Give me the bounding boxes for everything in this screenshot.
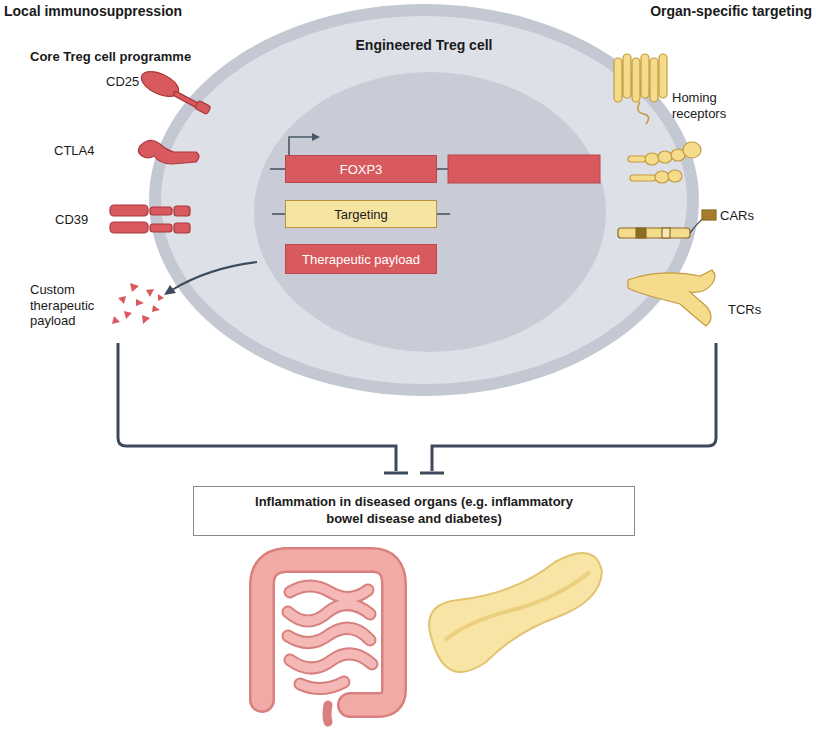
box-text: FOXP3 (340, 162, 383, 177)
gene-box: Therapeutic payload (285, 244, 437, 274)
pancreas-drawing (429, 553, 602, 672)
section-heading: Local immunosuppression (4, 3, 182, 20)
receptor-label: Homing receptors (672, 90, 752, 121)
outcome-box: Inflammation in diseased organs (e.g. in… (193, 486, 635, 536)
receptor-label: CARs (720, 208, 754, 224)
group-heading: Core Treg cell programme (30, 49, 191, 65)
receptor-label: CTLA4 (54, 143, 94, 159)
cell-title: Engineered Treg cell (148, 37, 700, 53)
gene-box: FOXP3 (285, 155, 437, 183)
box-text: Inflammation in diseased organs (e.g. in… (254, 494, 574, 528)
box-text: Targeting (334, 207, 387, 222)
receptor-label: CD25 (106, 74, 139, 90)
receptor-label: TCRs (728, 302, 761, 318)
colon-drawing (262, 560, 394, 722)
receptor-label: CD39 (55, 212, 88, 228)
cell-body: Engineered Treg cellFOXP3TargetingTherap… (148, 3, 700, 397)
section-heading: Organ-specific targeting (560, 3, 812, 20)
payload-particles (112, 283, 164, 324)
gene-box: Targeting (285, 200, 437, 228)
box-text: Therapeutic payload (302, 252, 420, 267)
payload-label: Custom therapeutic payload (30, 282, 112, 329)
